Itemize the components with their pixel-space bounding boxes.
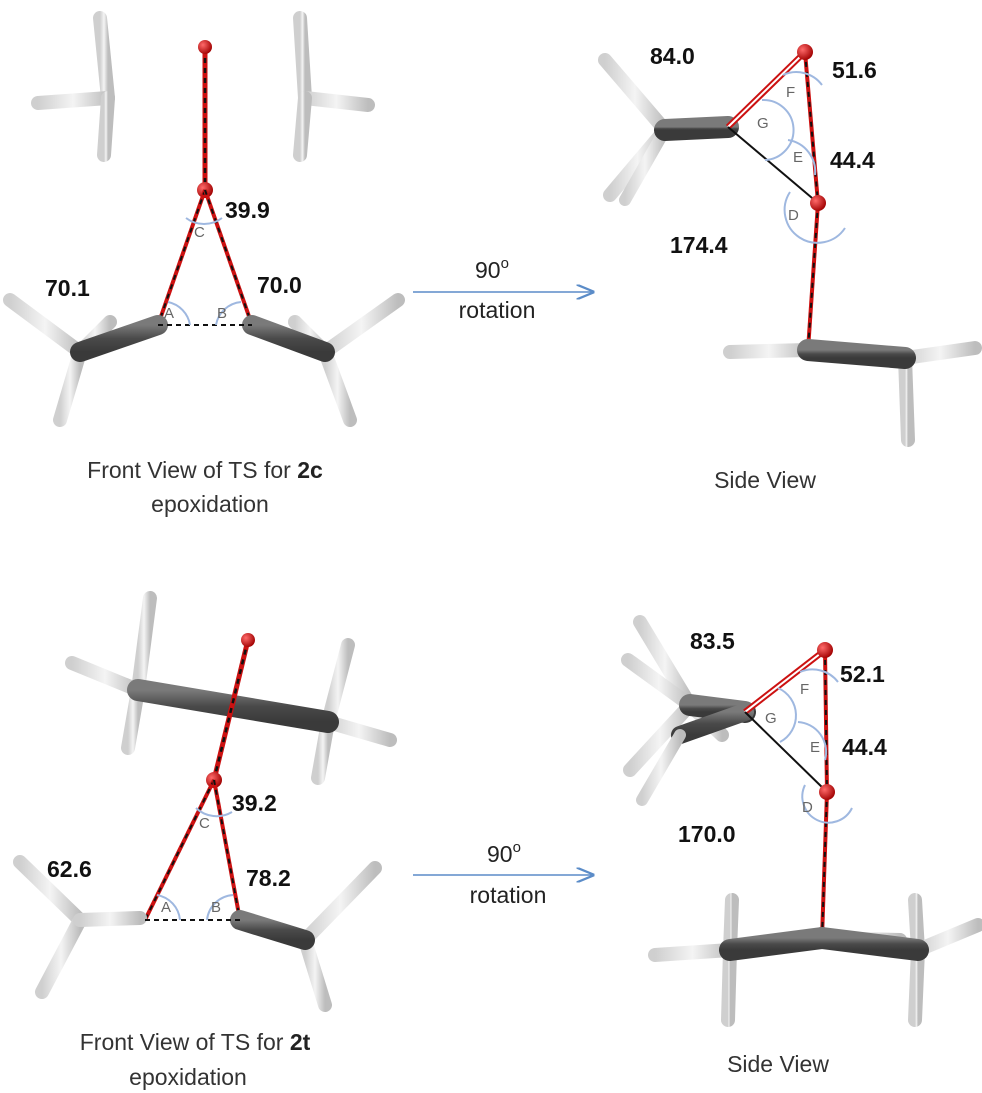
angle-letter-a: A [164,305,174,322]
bottom-angle-e-value: 44.4 [842,734,887,760]
top-angle-g-value: 84.0 [650,43,695,69]
angle-letter-g: G [757,115,769,132]
top-side-upper-skeleton [598,53,739,206]
angle-letter-b: B [217,305,227,322]
bottom-side-alkene-skeleton [648,893,982,1027]
bottom-front-molecule: C A B [13,591,397,1012]
top-side-alkene-skeleton [723,295,982,447]
bottom-side-caption: Side View [727,1051,829,1077]
angle-letter-c: C [199,815,210,832]
angle-letter-b: B [211,899,221,916]
top-angle-d-value: 174.4 [670,232,728,258]
angle-letter-e: E [793,149,803,166]
bottom-side-upper-skeleton [621,615,756,806]
top-side-caption: Side View [714,467,816,493]
bottom-front-alkene-skeleton [13,855,382,1012]
bottom-angle-g-value: 83.5 [690,628,735,654]
bottom-angle-f-value: 52.1 [840,661,885,687]
bottom-front-caption: Front View of TS for 2t [80,1029,311,1055]
bottom-angle-c-value: 39.2 [232,790,277,816]
angle-letter-g: G [765,710,777,727]
angle-letter-f: F [786,84,795,101]
top-front-molecule: C A B [3,11,405,427]
top-rotation-label: rotation [459,297,536,323]
top-angle-f-value: 51.6 [832,57,877,83]
bottom-angle-d-value: 170.0 [678,821,736,847]
top-front-oxygen-atom [198,40,212,54]
top-angle-a-value: 70.1 [45,275,90,301]
bottom-side-molecule: F G E D [621,615,982,1027]
angle-letter-d: D [788,207,799,224]
angle-letter-d: D [802,799,813,816]
top-front-caption: Front View of TS for 2c [87,457,323,483]
top-angle-c-value: 39.9 [225,197,270,223]
top-front-caption-line2: epoxidation [151,491,269,517]
angle-letter-f: F [800,681,809,698]
bottom-rotation-label: rotation [470,882,547,908]
bottom-front-upper-skeleton [65,591,397,785]
bottom-angle-b-value: 78.2 [246,865,291,891]
top-angle-b-value: 70.0 [257,272,302,298]
bottom-angle-a-value: 62.6 [47,856,92,882]
bottom-front-caption-line2: epoxidation [129,1064,247,1090]
angle-letter-a: A [161,899,171,916]
top-front-alkene-skeleton [3,293,405,427]
angle-letter-c: C [194,224,205,241]
angle-letter-e: E [810,739,820,756]
top-rotation-degree: 90o [475,255,509,283]
top-side-molecule: F G E D [598,44,982,447]
bottom-rotation-degree: 90o [487,839,521,867]
top-angle-e-value: 44.4 [830,147,875,173]
